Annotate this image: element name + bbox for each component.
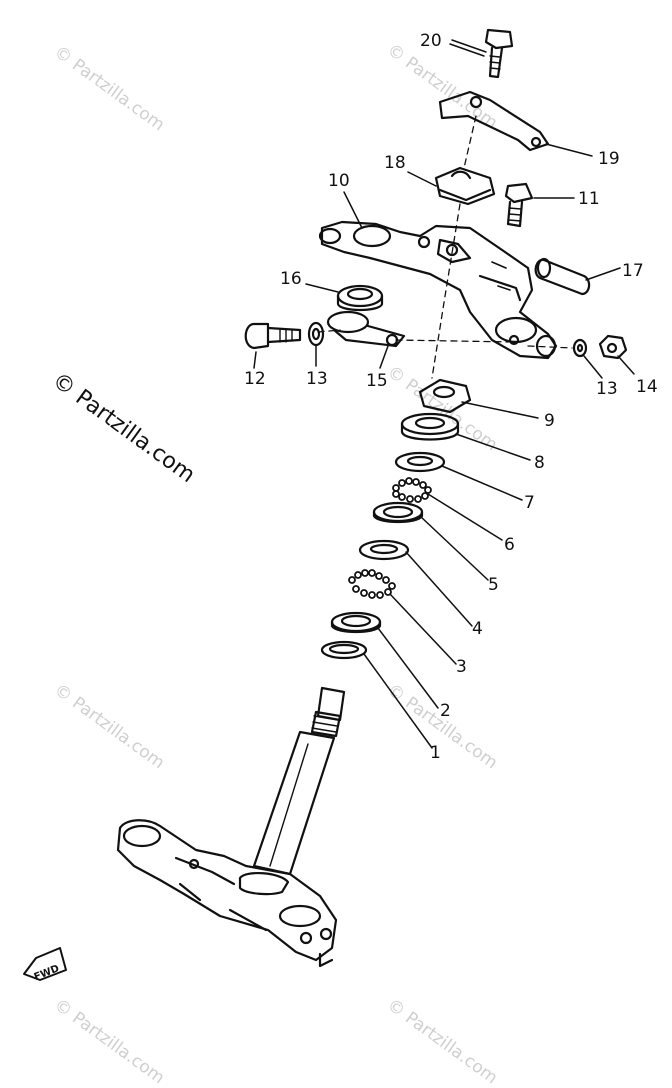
callout-3: 3: [456, 657, 467, 677]
leader-lines: [253, 39, 635, 749]
callout-11: 11: [578, 189, 600, 209]
callout-2: 2: [440, 701, 451, 721]
part-15-arm: [326, 310, 406, 348]
part-13-washer-right: [572, 338, 588, 358]
callout-10: 10: [328, 171, 350, 191]
part-12-bolt: [244, 322, 302, 350]
part-4-race: [358, 539, 410, 561]
parts-diagram: 20 19 18 11 10 17 16 12 13 15 13 14 9 8 …: [23, 28, 658, 983]
part-5-race: [372, 501, 424, 524]
part-13-washer-left: [307, 321, 325, 347]
fwd-label: FWD: [33, 963, 61, 983]
callout-14: 14: [636, 377, 658, 397]
callout-19: 19: [598, 149, 620, 169]
callout-13-left: 13: [306, 369, 328, 389]
part-11-bolt: [504, 182, 534, 228]
callout-1: 1: [430, 743, 441, 763]
callout-15: 15: [366, 371, 388, 391]
fwd-arrow: [23, 947, 67, 981]
callout-7: 7: [524, 493, 535, 513]
callout-12: 12: [244, 369, 266, 389]
callout-6: 6: [504, 535, 515, 555]
part-3-bearings: [348, 569, 396, 599]
callout-18: 18: [384, 153, 406, 173]
part-7-race: [394, 451, 446, 473]
callout-labels: 20 19 18 11 10 17 16 12 13 15 13 14 9 8 …: [33, 31, 658, 983]
part-2-race: [330, 611, 382, 634]
part-10-upper-bracket: [318, 220, 558, 360]
part-1-seal: [320, 640, 368, 660]
assembly-axis: [317, 115, 573, 379]
part-8-washer: [400, 412, 460, 441]
callout-16: 16: [280, 269, 302, 289]
callout-4: 4: [472, 619, 483, 639]
part-16-cap: [336, 284, 384, 312]
part-19-bracket: [438, 90, 550, 152]
callout-17: 17: [622, 261, 644, 281]
callout-13-right: 13: [596, 379, 618, 399]
part-17-tube: [534, 257, 591, 296]
callout-5: 5: [488, 575, 499, 595]
callout-9: 9: [544, 411, 555, 431]
part-18-holder: [434, 166, 496, 206]
part-14-nut: [598, 334, 628, 360]
callout-20: 20: [420, 31, 442, 51]
diagram-canvas: © Partzilla.com © Partzilla.com © Partzi…: [23, 28, 658, 1088]
part-6-bearings: [392, 477, 432, 503]
steering-stem-lower-bracket: [116, 686, 346, 968]
part-20-bolt: [484, 28, 514, 79]
callout-8: 8: [534, 453, 545, 473]
part-9-nut: [418, 378, 472, 414]
